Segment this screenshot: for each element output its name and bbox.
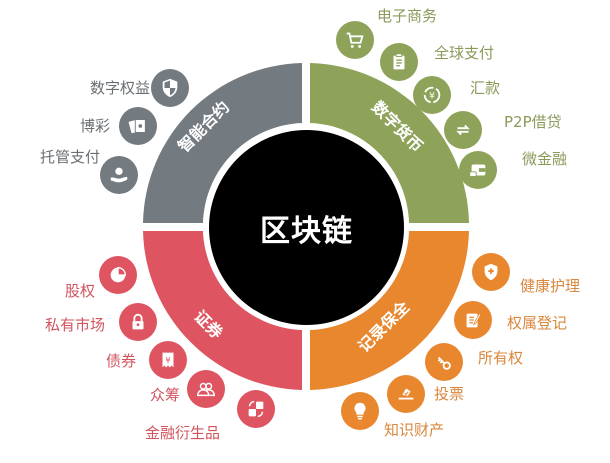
item-icon-voting xyxy=(387,375,425,413)
hand-coin-icon xyxy=(110,167,128,183)
segment-digital-currency xyxy=(310,63,469,223)
shopping-cart-icon xyxy=(346,32,364,48)
item-icon-derivatives xyxy=(237,390,275,428)
item-label-healthcare: 健康护理 xyxy=(520,277,581,295)
item-icon-escrow-payment xyxy=(100,156,138,194)
key-icon xyxy=(437,356,451,370)
svg-text:¥: ¥ xyxy=(429,91,435,102)
item-icon-ecommerce xyxy=(336,21,374,59)
playing-cards-icon xyxy=(128,119,146,134)
item-label-global-payment: 全球支付 xyxy=(434,44,495,62)
item-label-p2p-lending: P2P借贷 xyxy=(504,113,562,131)
item-icon-remittance: ¥ xyxy=(413,76,451,114)
center-hub: 区块链 xyxy=(209,130,404,325)
transfer-arrows-icon xyxy=(456,124,470,136)
item-label-bonds: 债券 xyxy=(105,352,136,370)
item-icon-bonds: ¥ xyxy=(149,341,187,379)
item-label-ownership: 所有权 xyxy=(478,349,524,367)
pie-chart-icon xyxy=(110,266,127,283)
wallet-icon xyxy=(469,164,486,177)
item-icon-microfinance xyxy=(459,151,497,189)
item-icon-gambling xyxy=(119,107,157,145)
segment-record-keeping xyxy=(310,231,469,390)
item-icon-digital-rights xyxy=(151,69,189,107)
item-label-digital-rights: 数字权益 xyxy=(89,79,150,97)
item-icon-ownership xyxy=(425,343,463,381)
item-label-intellectual-property: 知识财产 xyxy=(384,421,445,439)
item-label-microfinance: 微金融 xyxy=(522,150,568,168)
item-label-escrow-payment: 托管支付 xyxy=(39,148,100,166)
svg-text:¥: ¥ xyxy=(165,355,170,365)
item-label-equity: 股权 xyxy=(64,282,95,300)
segment-securities xyxy=(143,231,302,390)
medical-shield-icon xyxy=(484,263,498,281)
item-label-voting: 投票 xyxy=(434,385,465,403)
ballot-box-icon xyxy=(398,388,414,400)
item-icon-equity xyxy=(99,256,137,294)
item-label-crowdfunding: 众筹 xyxy=(149,386,180,404)
item-label-gambling: 博彩 xyxy=(79,117,110,135)
item-label-private-market: 私有市场 xyxy=(44,316,105,334)
yen-exchange-icon: ¥ xyxy=(423,86,441,104)
item-label-ecommerce: 电子商务 xyxy=(377,7,438,25)
padlock-icon xyxy=(132,313,144,330)
item-label-derivatives: 金融衍生品 xyxy=(145,424,221,442)
shield-icon xyxy=(162,78,178,98)
clipboard-icon xyxy=(393,53,405,70)
item-label-title-registry: 权属登记 xyxy=(507,314,568,332)
lightbulb-icon xyxy=(354,402,366,420)
item-icon-global-payment xyxy=(380,43,418,81)
yen-receipt-icon: ¥ xyxy=(162,352,174,368)
segment-smart-contract xyxy=(143,63,302,223)
item-icon-healthcare xyxy=(472,253,510,291)
item-label-remittance: 汇款 xyxy=(470,79,501,97)
people-group-icon xyxy=(197,382,215,397)
notebook-pen-icon xyxy=(466,313,482,328)
item-icon-title-registry xyxy=(454,301,492,339)
item-icon-crowdfunding xyxy=(187,370,225,408)
swap-blocks-icon xyxy=(248,400,264,418)
item-icon-private-market xyxy=(119,303,157,341)
item-icon-p2p-lending xyxy=(444,111,482,149)
center-title: 区块链 xyxy=(260,213,353,249)
item-icon-intellectual-property xyxy=(341,392,379,430)
